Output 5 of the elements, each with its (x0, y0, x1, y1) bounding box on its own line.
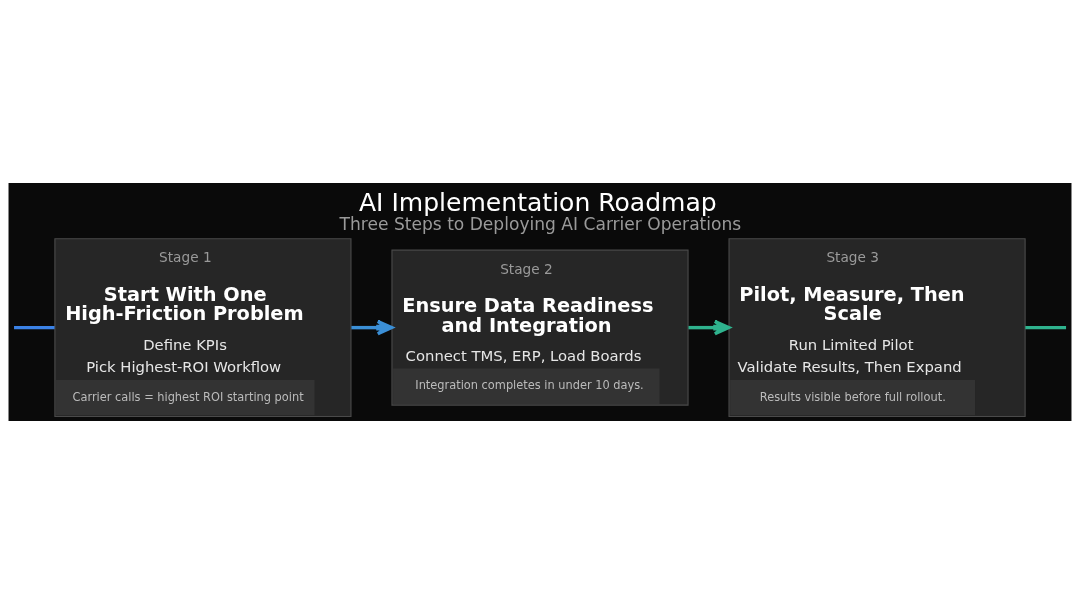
arrow (351, 319, 394, 335)
diagram-title: AI Implementation Roadmap (358, 187, 717, 217)
arrow (688, 319, 731, 335)
connector (1025, 325, 1067, 329)
connector (14, 325, 55, 329)
